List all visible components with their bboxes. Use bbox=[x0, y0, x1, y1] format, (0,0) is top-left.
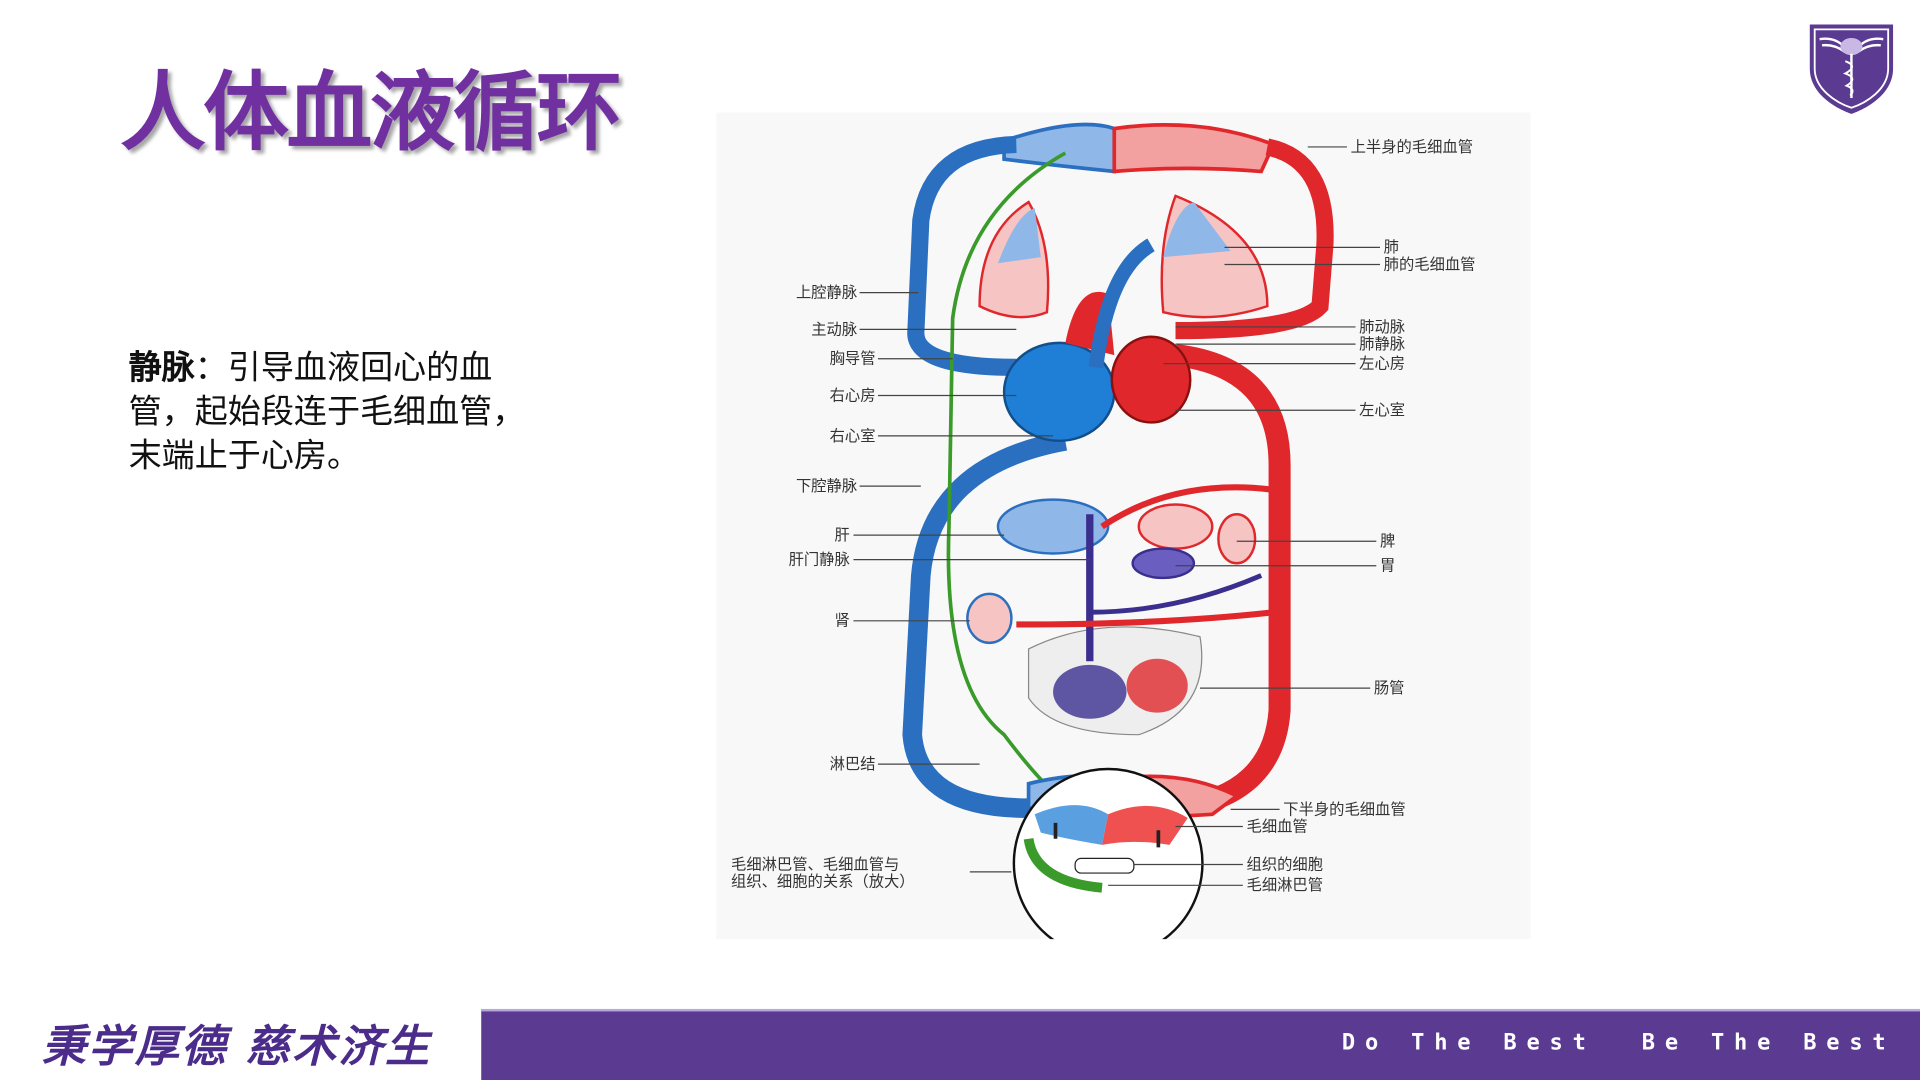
descending-aorta bbox=[1173, 344, 1291, 820]
label-superior-vena-cava: 上腔静脉 bbox=[796, 284, 857, 302]
label-left-ventricle: 左心室 bbox=[1359, 401, 1405, 419]
label-kidney: 肾 bbox=[834, 612, 849, 630]
superior-vena-cava bbox=[907, 135, 1017, 376]
label-stomach: 胃 bbox=[1380, 557, 1395, 575]
leader-lines bbox=[853, 146, 1381, 886]
label-pulmonary-vein: 肺静脉 bbox=[1359, 335, 1405, 353]
label-tissue-cells: 组织的细胞 bbox=[1247, 855, 1324, 873]
label-intestine: 肠管 bbox=[1374, 679, 1405, 697]
lungs bbox=[978, 194, 1269, 319]
aorta bbox=[1175, 138, 1334, 340]
separator: ： bbox=[194, 348, 228, 387]
label-liver: 肝 bbox=[834, 526, 849, 544]
label-thoracic-duct: 胸导管 bbox=[830, 350, 876, 368]
caduceus-shield-logo bbox=[1809, 24, 1894, 114]
label-pulmonary-artery: 肺动脉 bbox=[1359, 318, 1405, 336]
label-lung: 肺 bbox=[1384, 238, 1399, 256]
right-labels: 上半身的毛细血管 肺 肺的毛细血管 肺动脉 肺静脉 左心房 左心室 脾 胃 肠管… bbox=[1247, 138, 1476, 894]
circulation-illustration: 上半身的毛细血管 肺 肺的毛细血管 肺动脉 肺静脉 左心房 左心室 脾 胃 肠管… bbox=[731, 122, 1476, 959]
heart bbox=[1002, 238, 1192, 443]
label-inferior-vena-cava: 下腔静脉 bbox=[796, 477, 857, 495]
definition-text: 引导血液回心的血管，起始段连于毛细血管，末端止于心房。 bbox=[128, 348, 526, 476]
magnified-inset bbox=[1012, 767, 1204, 959]
inferior-vena-cava bbox=[902, 431, 1068, 818]
label-lymph-node: 淋巴结 bbox=[830, 755, 876, 773]
vein-definition: 静脉：引导血液回心的血管，起始段连于毛细血管，末端止于心房。 bbox=[129, 347, 551, 479]
circulation-diagram: 上半身的毛细血管 肺 肺的毛细血管 肺动脉 肺静脉 左心房 左心室 脾 胃 肠管… bbox=[716, 112, 1531, 959]
footer-motto: 秉学厚德 慈术济生 bbox=[41, 1021, 432, 1073]
inset-caption-line1: 毛细淋巴管、毛细血管与 bbox=[731, 855, 899, 873]
left-labels: 上腔静脉 主动脉 胸导管 右心房 右心室 下腔静脉 肝 肝门静脉 肾 淋巴结 bbox=[789, 284, 876, 773]
label-hepatic-portal-vein: 肝门静脉 bbox=[789, 550, 850, 568]
abdominal-organs bbox=[966, 484, 1274, 736]
footer-slogan: Do The Best Be The Best bbox=[1341, 1029, 1896, 1056]
footer-bar: Do The Best Be The Best bbox=[481, 1008, 1920, 1080]
label-spleen: 脾 bbox=[1380, 532, 1395, 550]
term: 静脉 bbox=[128, 348, 195, 387]
inset-caption-line2: 组织、细胞的关系（放大） bbox=[731, 873, 915, 891]
label-lower-capillaries: 下半身的毛细血管 bbox=[1283, 800, 1405, 818]
upper-body-capillaries bbox=[1002, 122, 1276, 174]
label-upper-capillaries: 上半身的毛细血管 bbox=[1351, 138, 1473, 156]
page-title: 人体血液循环 bbox=[120, 62, 622, 163]
label-aorta: 主动脉 bbox=[811, 320, 857, 338]
label-left-atrium: 左心房 bbox=[1359, 355, 1405, 373]
thoracic-duct bbox=[946, 151, 1067, 804]
label-lymph-capillary: 毛细淋巴管 bbox=[1247, 876, 1324, 894]
label-right-atrium: 右心房 bbox=[830, 386, 876, 404]
label-right-ventricle: 右心室 bbox=[830, 427, 876, 445]
label-lung-capillaries: 肺的毛细血管 bbox=[1384, 255, 1476, 273]
label-capillary: 毛细血管 bbox=[1247, 817, 1308, 835]
